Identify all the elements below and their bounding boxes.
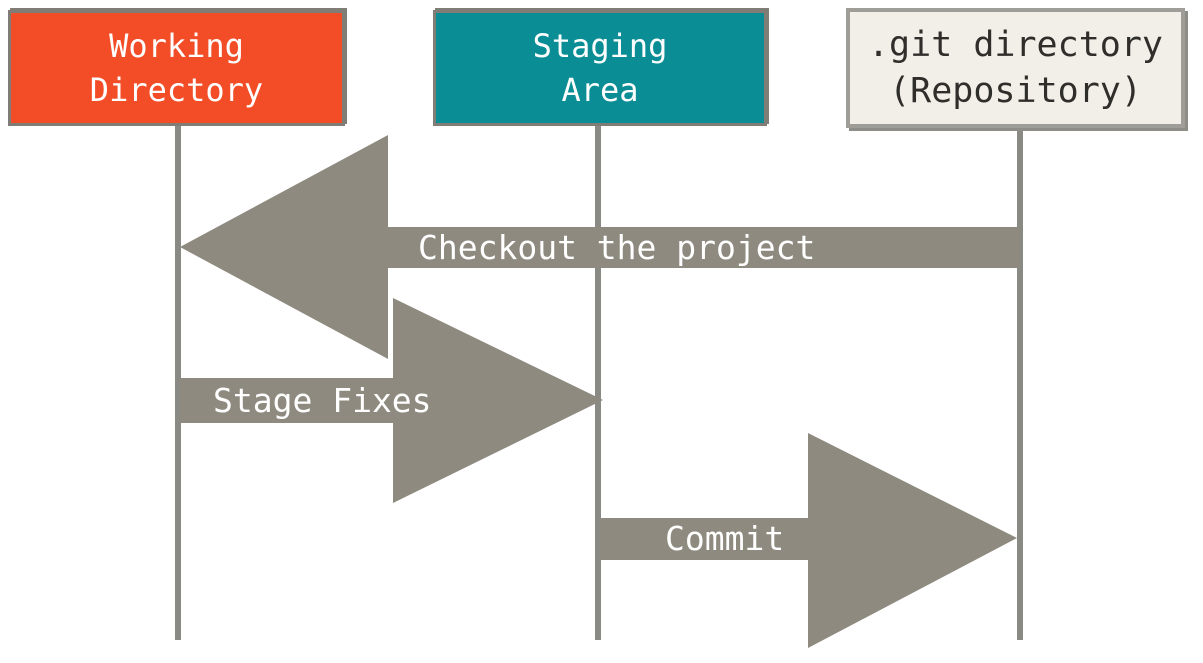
working-directory-box: Working Directory xyxy=(8,10,345,126)
checkout-arrow-label: Checkout the project xyxy=(418,228,816,267)
working-directory-box-label-line2: Directory xyxy=(89,71,264,109)
working-directory-lifeline xyxy=(175,126,181,640)
commit-arrow: Commit xyxy=(600,433,1017,648)
staging-area-box-label-line2: Area xyxy=(561,71,639,109)
checkout-arrow: Checkout the project xyxy=(180,135,1020,359)
git-directory-lifeline xyxy=(1017,126,1023,640)
staging-area-box-label-line1: Staging xyxy=(532,26,668,65)
stage-fixes-arrow: Stage Fixes xyxy=(180,298,603,503)
commit-arrow-label: Commit xyxy=(665,519,785,558)
git-directory-box-label-line2: (Repository) xyxy=(889,71,1142,111)
stage-fixes-arrow-label: Stage Fixes xyxy=(213,381,432,420)
working-directory-box-label-line1: Working xyxy=(109,26,244,65)
commit-arrow-right-arrowhead-shape xyxy=(600,433,1017,648)
staging-area-box: Staging Area xyxy=(433,10,767,126)
git-directory-box: .git directory (Repository) xyxy=(846,8,1185,128)
staging-area-lifeline xyxy=(595,126,601,640)
git-directory-box-label-line1: .git directory xyxy=(867,24,1163,65)
